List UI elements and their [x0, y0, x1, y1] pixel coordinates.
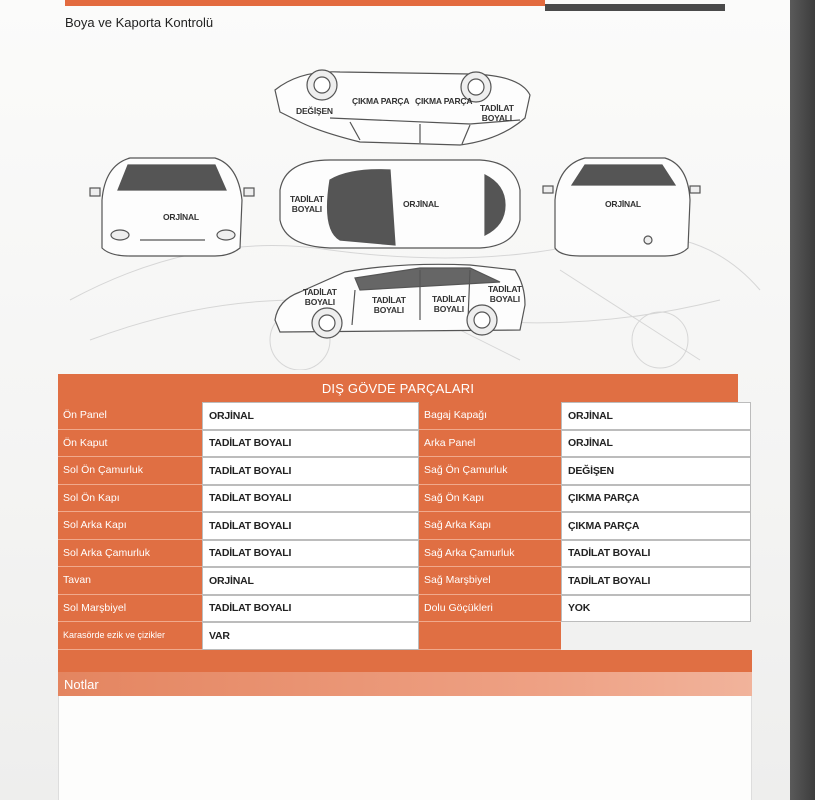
left-row-label: Karasörde ezik ve çizikler — [58, 622, 202, 650]
top-side-label-4: TADİLAT BOYALI — [480, 103, 514, 123]
left-row-label: Sol Marşbiyel — [58, 594, 202, 622]
right-row-label: Sağ Marşbiyel — [419, 567, 561, 595]
right-row-label: Dolu Göçükleri — [419, 594, 561, 622]
left-row-value: TADİLAT BOYALI — [202, 539, 419, 567]
right-row-label: Sağ Ön Çamurluk — [419, 457, 561, 485]
left-row-value: ORJİNAL — [202, 402, 419, 430]
page-edge-shadow — [790, 0, 815, 800]
page-title: Boya ve Kaporta Kontrolü — [65, 15, 214, 30]
right-row-label: Sağ Arka Çamurluk — [419, 539, 561, 567]
front-view-label: ORJİNAL — [163, 212, 199, 222]
right-row-value: ORJİNAL — [561, 402, 751, 430]
left-row-label: Sol Arka Kapı — [58, 512, 202, 540]
right-row-value: DEĞİŞEN — [561, 457, 751, 485]
left-row-value: TADİLAT BOYALI — [202, 457, 419, 485]
right-row-label: Sağ Ön Kapı — [419, 484, 561, 512]
right-row-value: TADİLAT BOYALI — [561, 567, 751, 595]
rear-view-label: ORJİNAL — [605, 199, 641, 209]
left-row-value: TADİLAT BOYALI — [202, 512, 419, 540]
top-side-label-2: ÇIKMA PARÇA — [352, 96, 410, 106]
right-row-label: Arka Panel — [419, 429, 561, 457]
roof-label-1: TADİLAT BOYALI — [290, 194, 324, 214]
right-row-label: Sağ Arka Kapı — [419, 512, 561, 540]
top-dark-bar — [545, 4, 725, 11]
notes-divider-bar — [58, 650, 752, 672]
left-row-label: Sol Ön Kapı — [58, 484, 202, 512]
left-row-label: Sol Ön Çamurluk — [58, 457, 202, 485]
right-row-value: TADİLAT BOYALI — [561, 539, 751, 567]
left-row-value: TADİLAT BOYALI — [202, 484, 419, 512]
left-row-label: Tavan — [58, 567, 202, 595]
right-row-value: ÇIKMA PARÇA — [561, 512, 751, 540]
table-header: DIŞ GÖVDE PARÇALARI — [58, 374, 738, 402]
bottom-side-label-1: TADİLAT BOYALI — [303, 287, 337, 307]
top-accent-bar — [65, 0, 545, 6]
left-row-value: TADİLAT BOYALI — [202, 594, 419, 622]
right-row-value: ORJİNAL — [561, 429, 751, 457]
right-row-value: YOK — [561, 594, 751, 622]
left-row-label: Ön Panel — [58, 402, 202, 430]
notes-area[interactable] — [58, 696, 752, 800]
bottom-side-label-3: TADİLAT BOYALI — [432, 294, 466, 314]
roof-label-2: ORJİNAL — [403, 199, 439, 209]
left-row-label: Sol Arka Çamurluk — [58, 539, 202, 567]
car-diagrams: DEĞİŞEN ÇIKMA PARÇA ÇIKMA PARÇA TADİLAT … — [0, 0, 790, 370]
left-row-label: Ön Kaput — [58, 429, 202, 457]
notes-heading: Notlar — [58, 672, 752, 696]
right-row-label: Bagaj Kapağı — [419, 402, 561, 430]
left-row-value: VAR — [202, 622, 419, 650]
bottom-side-label-2: TADİLAT BOYALI — [372, 295, 406, 315]
car-outline-drawings — [69, 69, 761, 370]
top-side-label-1: DEĞİŞEN — [296, 106, 333, 116]
right-row-value: ÇIKMA PARÇA — [561, 484, 751, 512]
top-side-label-3: ÇIKMA PARÇA — [415, 96, 473, 106]
bottom-side-label-4: TADİLAT BOYALI — [488, 284, 522, 304]
empty-label-cell — [419, 622, 561, 650]
left-row-value: TADİLAT BOYALI — [202, 429, 419, 457]
left-row-value: ORJİNAL — [202, 567, 419, 595]
